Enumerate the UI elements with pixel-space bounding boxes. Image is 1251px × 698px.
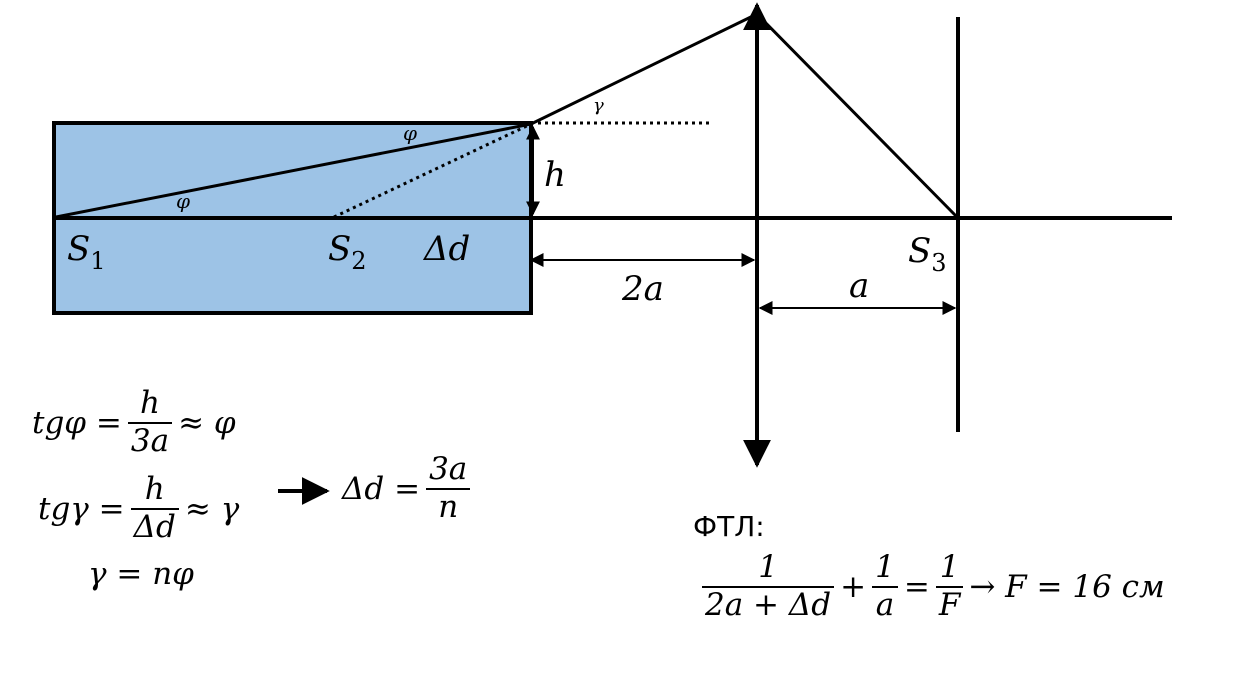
ftl-f1-num: 1	[758, 549, 778, 585]
ftl-f2-num: 1	[875, 549, 895, 585]
ftl-fraction-1: 1 2a + Δd	[702, 549, 835, 623]
ftl-equals: =	[903, 568, 930, 605]
label-s2: S2	[328, 229, 367, 275]
ray-s1	[55, 122, 532, 219]
eq1-lhs: tgφ =	[32, 404, 122, 441]
ray-to-s3	[755, 12, 959, 219]
label-2a: 2a	[621, 269, 664, 309]
eq1-den: 3a	[130, 422, 170, 459]
ftl-result: → F = 16 см	[969, 568, 1165, 605]
label-delta-d: Δd	[422, 229, 470, 269]
eq1-rhs: ≈ φ	[178, 404, 236, 441]
result-num: 3a	[429, 451, 468, 487]
result-lhs: Δd =	[342, 470, 421, 507]
equation-delta-d: Δd = 3a n	[342, 451, 476, 525]
ftl-f2-den: a	[875, 586, 895, 623]
result-den: n	[438, 488, 459, 525]
ftl-f3-num: 1	[939, 549, 960, 585]
ftl-fraction-2: 1 a	[872, 549, 898, 623]
label-s1: S1	[67, 229, 106, 275]
eq2-den: Δd	[133, 508, 176, 545]
eq2-fraction: h Δd	[130, 471, 179, 545]
label-phi-top: φ	[403, 121, 417, 145]
eq2-num: h	[144, 471, 165, 507]
label-h: h	[544, 155, 566, 195]
ray-s2-dotted	[333, 122, 532, 219]
equation-tg-phi: tgφ = h 3a ≈ φ	[32, 385, 236, 459]
ftl-plus: +	[840, 568, 867, 605]
equation-thin-lens: 1 2a + Δd + 1 a = 1 F → F = 16 см	[696, 549, 1165, 623]
label-gamma: γ	[593, 95, 604, 116]
eq1-num: h	[139, 385, 160, 421]
ftl-f3-den: F	[938, 586, 961, 623]
eq1-fraction: h 3a	[127, 385, 173, 459]
equation-snell: γ = nφ	[88, 556, 194, 592]
ftl-fraction-3: 1 F	[935, 549, 964, 623]
eq2-lhs: tgγ =	[38, 490, 125, 527]
result-fraction: 3a n	[426, 451, 471, 525]
eq3-text: γ = nφ	[88, 556, 194, 592]
ftl-f1-den: 2a + Δd	[705, 586, 832, 623]
ray-to-lens	[530, 12, 758, 126]
label-phi-bottom: φ	[176, 189, 190, 213]
ftl-label: ФТЛ:	[693, 510, 765, 543]
equation-tg-gamma: tgγ = h Δd ≈ γ	[38, 471, 240, 545]
label-a: a	[849, 266, 869, 306]
label-s3: S3	[908, 231, 947, 277]
eq2-rhs: ≈ γ	[184, 490, 240, 527]
